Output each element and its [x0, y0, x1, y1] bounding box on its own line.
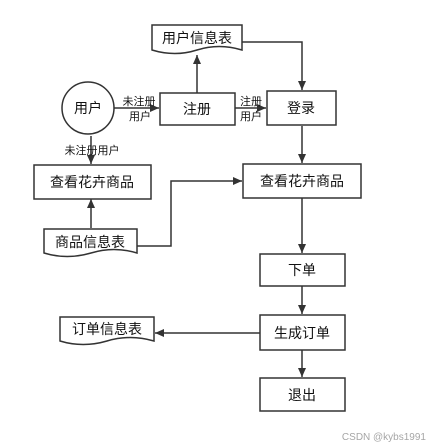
node-user: 用户 [61, 81, 115, 135]
node-order-table-label: 订单信息表 [72, 321, 142, 338]
node-place-order: 下单 [259, 253, 346, 287]
node-browse-main-label: 查看花卉商品 [260, 174, 344, 190]
node-generate-order-label: 生成订单 [274, 326, 330, 342]
watermark: CSDN @kybs1991 [342, 432, 427, 443]
edge-user-table-to-login [242, 41, 306, 90]
node-user-table-label: 用户信息表 [162, 30, 232, 47]
node-logout-label: 退出 [288, 388, 316, 404]
node-user-label: 用户 [74, 100, 102, 117]
node-place-order-label: 下单 [288, 263, 316, 279]
node-product-table-label: 商品信息表 [55, 234, 125, 251]
edge-label-registered-line2: 用户 [240, 109, 262, 123]
node-register-label: 注册 [183, 102, 211, 118]
node-browse-left: 查看花卉商品 [33, 164, 152, 200]
node-login: 登录 [266, 90, 337, 126]
edge-label-registered-line1: 注册 [240, 94, 262, 108]
node-order-table: 订单信息表 [59, 316, 155, 346]
node-logout: 退出 [259, 377, 346, 412]
node-browse-main: 查看花卉商品 [242, 163, 362, 199]
node-generate-order: 生成订单 [259, 314, 346, 351]
node-user-table: 用户信息表 [151, 24, 243, 55]
edges [87, 41, 306, 377]
node-browse-left-label: 查看花卉商品 [50, 175, 134, 191]
edge-label-unregistered-line2: 用户 [129, 109, 151, 123]
node-register: 注册 [159, 92, 236, 126]
edge-label-unregistered-user: 未注册用户 [65, 143, 120, 157]
edge-label-unregistered-line1: 未注册 [123, 94, 156, 108]
node-product-table: 商品信息表 [43, 228, 138, 258]
edge-product-table-to-browse-main [137, 177, 242, 247]
node-login-label: 登录 [287, 101, 315, 117]
